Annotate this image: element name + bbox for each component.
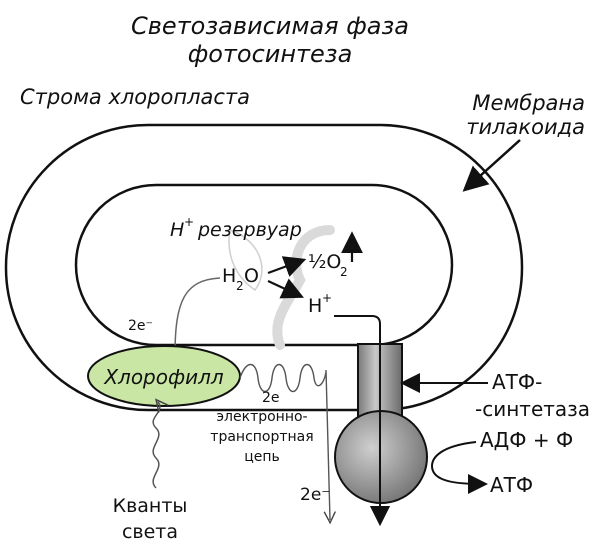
membrane-label-line2: тилакоида [466, 115, 585, 139]
atp-label: АТФ [490, 473, 533, 497]
proton-plus: + [322, 291, 332, 305]
water-to-oxygen-arrow [267, 256, 307, 277]
proton-flow-arrow [334, 315, 390, 526]
electrons-top-label: 2e⁻ [128, 318, 153, 334]
etc-label-line2: транспортная [210, 429, 313, 445]
water-o: O [244, 265, 259, 287]
electrons-mid-label: 2e [262, 390, 280, 406]
electron-to-chlorophyll-arrow [175, 277, 221, 355]
etc-label-line1: электронно- [216, 409, 307, 425]
etc-label-line3: цепь [244, 449, 280, 465]
thylakoid-inner-membrane [74, 183, 454, 347]
water-to-proton-arrow [267, 278, 304, 299]
oxygen-sub: 2 [340, 265, 348, 279]
title-line1: Светозависимая фаза [131, 12, 409, 40]
quanta-label-line1: Кванты [113, 495, 188, 517]
stroma-label: Строма хлоропласта [20, 85, 250, 109]
atp-synthase-label-line2: -синтетаза [475, 397, 590, 421]
adp-to-atp-arrow [430, 441, 488, 494]
quanta-label-line2: света [122, 521, 178, 543]
leaf-watermark-icon [228, 229, 263, 292]
water-sub: 2 [236, 279, 244, 293]
electron-transport-wave [239, 363, 330, 521]
h-reservoir-h: H [170, 219, 184, 241]
h-reservoir-word: резервуар [197, 219, 302, 241]
electrons-bottom-label: 2e⁻ [300, 485, 330, 505]
title-line2: фотосинтеза [188, 40, 353, 68]
oxygen-half: ½O [308, 251, 341, 273]
membrane-pointer-arrow [462, 139, 521, 192]
h-reservoir-plus: + [184, 215, 194, 229]
atp-synthase-label-line1: АТФ- [492, 370, 542, 394]
membrane-label-line1: Мембрана [472, 91, 585, 115]
light-quanta-wave [152, 402, 160, 489]
swirl-watermark-icon [272, 225, 335, 350]
chlorophyll-label: Хлорофилл [103, 365, 224, 389]
adp-plus-p-label: АДФ + Ф [480, 428, 573, 452]
thylakoid-outer-membrane [4, 123, 524, 412]
proton-h: H [308, 295, 322, 317]
water-h: H [222, 265, 236, 287]
